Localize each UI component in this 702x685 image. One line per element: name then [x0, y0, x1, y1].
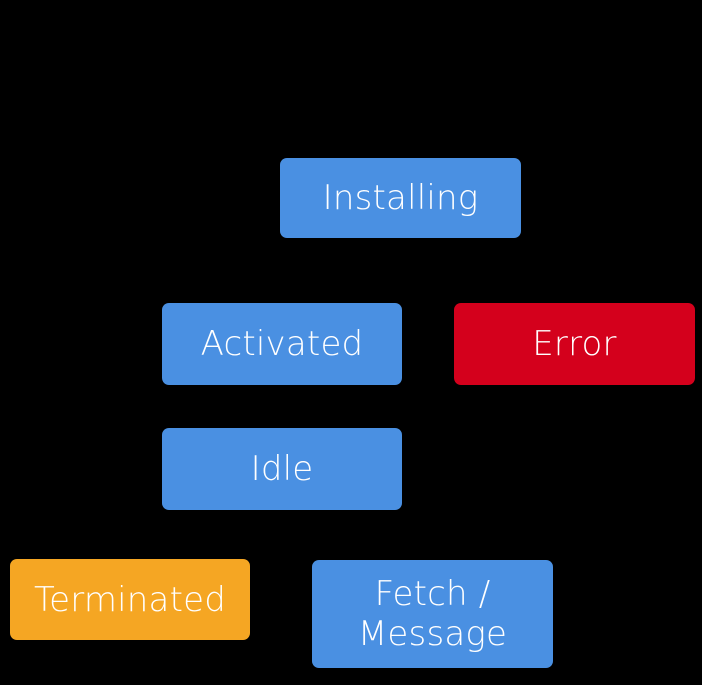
state-node-label: Fetch / Message	[357, 574, 508, 654]
state-node-label: Error	[532, 324, 617, 364]
state-node-label: Idle	[250, 449, 314, 489]
state-node-terminated[interactable]: Terminated	[10, 559, 250, 640]
state-node-error[interactable]: Error	[454, 303, 695, 385]
state-node-label: Terminated	[33, 579, 227, 620]
state-node-label: Activated	[200, 324, 364, 364]
state-node-activated[interactable]: Activated	[162, 303, 402, 385]
state-node-idle[interactable]: Idle	[162, 428, 402, 510]
state-node-installing[interactable]: Installing	[280, 158, 521, 238]
state-node-label: Installing	[322, 178, 479, 218]
state-node-fetch-message[interactable]: Fetch / Message	[312, 560, 553, 668]
